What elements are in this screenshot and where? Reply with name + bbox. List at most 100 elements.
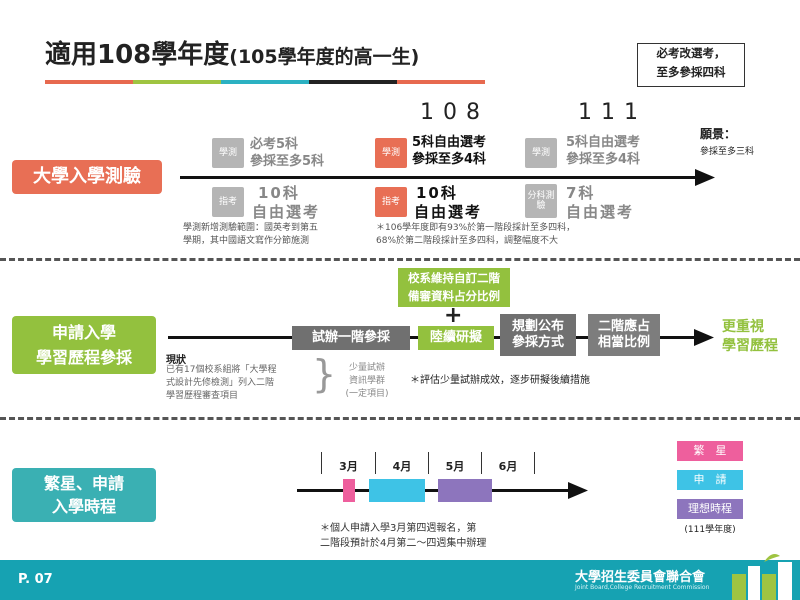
month-label-5: 5月 bbox=[445, 460, 465, 473]
current-zhi-line1: 10科 bbox=[258, 184, 300, 202]
exam-note-left: 學測新增測驗範圍：國英考到第五 學期，其中國語文寫作分節施測 bbox=[183, 222, 318, 248]
current-zhi-line2: 自由選考 bbox=[252, 203, 321, 221]
month-tick-5 bbox=[534, 452, 535, 474]
step-ratio-line2: 相當比例 bbox=[597, 335, 650, 350]
color-seg-3 bbox=[221, 80, 309, 84]
timeline-label-line1: 繁星、申請 bbox=[43, 474, 124, 493]
org-name: 大學招生委員會聯合會 bbox=[575, 570, 706, 585]
month-tick-1 bbox=[321, 452, 322, 474]
apply-label-line2: 學習歷程參採 bbox=[35, 348, 132, 367]
bar-star bbox=[343, 479, 355, 502]
vision-text: 參採至多三科 bbox=[700, 147, 755, 157]
current-status-3: 學習歷程審查項目 bbox=[166, 391, 239, 401]
trial-side-text: 少量試辦 資訊學群 (一定項目) bbox=[336, 362, 398, 401]
step-plan-line1: 規劃公布 bbox=[511, 319, 564, 334]
bar-ideal bbox=[438, 479, 492, 502]
timeline-label-line2: 入學時程 bbox=[51, 497, 116, 516]
exam-note-left-1: 學測新增測驗範圍：國英考到第五 bbox=[183, 223, 319, 233]
current-zhi-text: 10科 自由選考 bbox=[252, 184, 320, 222]
month-label-6: 6月 bbox=[498, 460, 518, 473]
timeline-note-1: ＊個人申請入學3月第四週報名，第 bbox=[320, 523, 477, 534]
apply-label-line1: 申請入學 bbox=[51, 323, 116, 342]
top-box-retain: 校系維持自訂二階 備審資料占分比例 bbox=[398, 268, 510, 307]
trial-side-1: 少量試辦 bbox=[348, 363, 385, 373]
title-color-bar bbox=[45, 80, 485, 84]
step-plan: 規劃公布 參採方式 bbox=[500, 314, 576, 356]
page-number: P. 07 bbox=[18, 572, 53, 587]
y108-xue-line1: 5科自由選考 bbox=[412, 135, 487, 150]
page-title: 適用108學年度(105學年度的高一生) bbox=[45, 34, 419, 71]
timeline-note: ＊個人申請入學3月第四週報名，第 二階段預計於4月第二～四週集中辦理 bbox=[320, 521, 486, 551]
y108-zhi-line2: 自由選考 bbox=[414, 203, 483, 221]
trial-side-2: 資訊學群 bbox=[348, 376, 385, 386]
y111-zhi-text: 7科 自由選考 bbox=[566, 184, 634, 222]
y111-xue-line1: 5科自由選考 bbox=[566, 135, 641, 150]
month-tick-4 bbox=[481, 452, 482, 474]
policy-note-box: 必考改選考， 至多參採四科 bbox=[637, 43, 745, 87]
apply-note: ＊評估少量試辦成效，逐步研擬後續措施 bbox=[410, 375, 590, 386]
y111-zhi-line2: 自由選考 bbox=[566, 203, 635, 221]
section-label-exam: 大學入學測驗 bbox=[12, 160, 162, 194]
timeline-note-2: 二階段預計於4月第二～四週集中辦理 bbox=[320, 538, 487, 549]
vision-title: 願景： bbox=[700, 127, 737, 141]
legend-ideal: 理想時程 bbox=[677, 499, 743, 519]
legend-year: (111學年度) bbox=[684, 525, 736, 535]
current-xue-text: 必考5科 參採至多5科 bbox=[250, 136, 324, 170]
current-xue-line2: 參採至多5科 bbox=[250, 154, 325, 169]
exam-timeline-arrow bbox=[180, 176, 700, 179]
footer-bar bbox=[0, 560, 800, 600]
y111-zhi-line1: 7科 bbox=[566, 184, 596, 202]
month-tick-3 bbox=[428, 452, 429, 474]
y111-xue-line2: 參採至多4科 bbox=[566, 152, 641, 167]
legend-star: 繁 星 bbox=[677, 441, 743, 461]
apply-result-line1: 更重視 bbox=[722, 319, 764, 335]
tag-current-xue: 學測 bbox=[212, 138, 244, 168]
y111-xue-text: 5科自由選考 參採至多4科 bbox=[566, 134, 640, 168]
bar-apply bbox=[369, 479, 425, 502]
policy-note-line2: 至多參採四科 bbox=[656, 65, 726, 79]
apply-result-line2: 學習歷程 bbox=[722, 338, 778, 354]
step-continue: 陸續研擬 bbox=[418, 326, 494, 350]
apply-arrow-head bbox=[694, 329, 714, 346]
apply-result: 更重視 學習歷程 bbox=[722, 318, 778, 356]
exam-note-right: ＊106學年度即有93%於第一階段採計至多四科， 68%於第二階段採計至多四科，… bbox=[376, 222, 575, 248]
tag-108-xue: 學測 bbox=[375, 138, 407, 168]
section-label-apply: 申請入學 學習歷程參採 bbox=[12, 316, 156, 374]
title-main: 適用108學年度 bbox=[45, 40, 230, 70]
month-tick-2 bbox=[375, 452, 376, 474]
y108-xue-text: 5科自由選考 參採至多4科 bbox=[412, 134, 486, 168]
policy-note-line1: 必考改選考， bbox=[656, 46, 726, 60]
step-ratio-line1: 二階應占 bbox=[597, 319, 650, 334]
current-status-2: 式設計先修檢測」列入二階 bbox=[166, 378, 275, 388]
color-seg-5 bbox=[397, 80, 485, 84]
section-divider-1 bbox=[0, 258, 800, 261]
current-status-title: 現狀 bbox=[166, 355, 186, 366]
year-108-label: 108 bbox=[420, 100, 489, 125]
month-label-3: 3月 bbox=[339, 460, 358, 473]
org-name-en: Joint Board,College Recruitment Commissi… bbox=[575, 584, 710, 591]
step-trial: 試辦一階參採 bbox=[292, 326, 410, 350]
tag-111-zhi: 分科測驗 bbox=[525, 184, 557, 218]
tag-111-xue: 學測 bbox=[525, 138, 557, 168]
current-status-1: 已有17個校系組將「大學程 bbox=[166, 365, 277, 375]
step-ratio: 二階應占 相當比例 bbox=[588, 314, 660, 356]
y108-zhi-text: 10科 自由選考 bbox=[414, 184, 482, 222]
exam-note-right-2: 68%於第二階段採計至多四科，調整幅度不大 bbox=[376, 236, 559, 246]
y108-zhi-line1: 10科 bbox=[416, 184, 458, 202]
current-xue-line1: 必考5科 bbox=[250, 137, 299, 152]
y108-xue-line2: 參採至多4科 bbox=[412, 152, 487, 167]
color-seg-2 bbox=[133, 80, 221, 84]
section-label-timeline: 繁星、申請 入學時程 bbox=[12, 468, 156, 522]
legend-apply: 申 請 bbox=[677, 470, 743, 490]
top-box-line2: 備審資料占分比例 bbox=[408, 289, 500, 303]
tag-current-zhi: 指考 bbox=[212, 187, 244, 217]
exam-note-right-1: ＊106學年度即有93%於第一階段採計至多四科， bbox=[376, 223, 576, 233]
trial-side-3: (一定項目) bbox=[345, 389, 389, 399]
org-logo-icon bbox=[732, 554, 792, 600]
vision-block: 願景： 參採至多三科 bbox=[700, 125, 754, 159]
year-111-label: 111 bbox=[578, 100, 647, 125]
exam-arrow-head bbox=[695, 169, 715, 186]
top-box-line1: 校系維持自訂二階 bbox=[408, 271, 500, 285]
color-seg-4 bbox=[309, 80, 397, 84]
current-status-text: 已有17個校系組將「大學程 式設計先修檢測」列入二階 學習歷程審查項目 bbox=[166, 364, 276, 403]
